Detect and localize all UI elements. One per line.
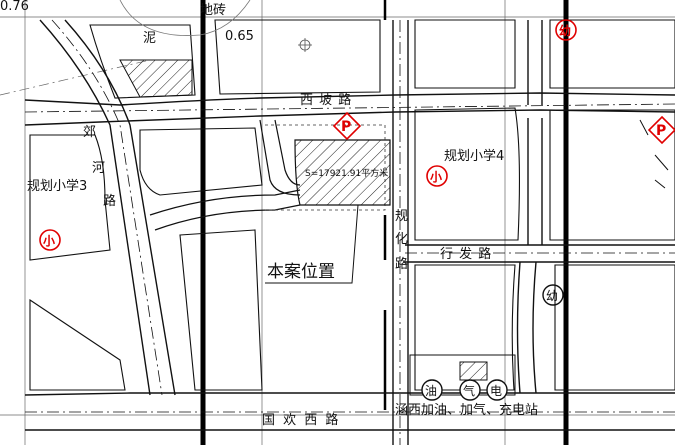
thick-boundaries [200,0,569,445]
school-symbol-2: 小 [426,165,448,187]
road-guihua [392,20,409,445]
svg-text:P: P [656,123,666,139]
site-area-label: S=17921.91平方米 [305,167,388,179]
svg-text:P: P [341,119,351,135]
top-label-value: 0.65 [225,29,254,44]
kindergarten-symbol: 幼 [542,284,564,306]
hatched-areas [119,59,488,381]
site-hatch [294,139,391,206]
oil-symbol: 油 [421,379,443,401]
svg-text:幼: 幼 [546,289,558,303]
top-label-zhuan: 地砖 [200,3,226,18]
parking-symbol-2: P [647,115,675,145]
top-red-symbol: 幼 [555,19,577,41]
road-label-jiaohe: 郊 河 路 [83,124,116,209]
gas-symbol: 气 [459,379,481,401]
svg-text:电: 电 [490,384,502,398]
svg-text:气: 气 [463,383,475,398]
top-label-ni: 泥 [143,31,156,46]
svg-text:路: 路 [103,193,116,209]
school-symbol-1: 小 [39,229,61,251]
block-outlines [29,19,675,391]
road-label-xipo: 西 坡 路 [300,92,352,108]
electric-symbol: 电 [486,379,508,401]
school4-label: 规划小学4 [444,148,504,164]
svg-text:幼: 幼 [559,23,571,38]
corner-label: 0.76 [0,0,29,14]
road-guohuan [24,392,675,431]
site-outline [265,124,386,211]
road-right [516,20,543,394]
site-label: 本案位置 [267,262,335,282]
dash-marks [639,119,669,189]
svg-text:小: 小 [430,169,442,184]
svg-text:小: 小 [43,233,55,248]
svg-text:化: 化 [395,232,408,247]
road-label-xingfa: 行 发 路 [440,246,492,262]
svg-text:郊: 郊 [83,124,96,140]
parking-symbol-1: P [332,111,362,141]
svg-text:油: 油 [425,384,437,398]
road-branch [149,119,301,231]
svg-text:路: 路 [395,256,408,272]
svg-text:规: 规 [395,209,408,224]
school3-label: 规划小学3 [27,178,87,194]
road-label-guihua: 规 化 路 [395,209,408,272]
svg-text:河: 河 [92,161,105,176]
station-label: 涵西加油、加气、充电站 [395,402,538,418]
road-label-guohuan: 国 欢 西 路 [262,412,340,428]
road-xingfa [405,244,675,263]
site-leader [265,204,359,284]
road-xipo [24,92,675,126]
